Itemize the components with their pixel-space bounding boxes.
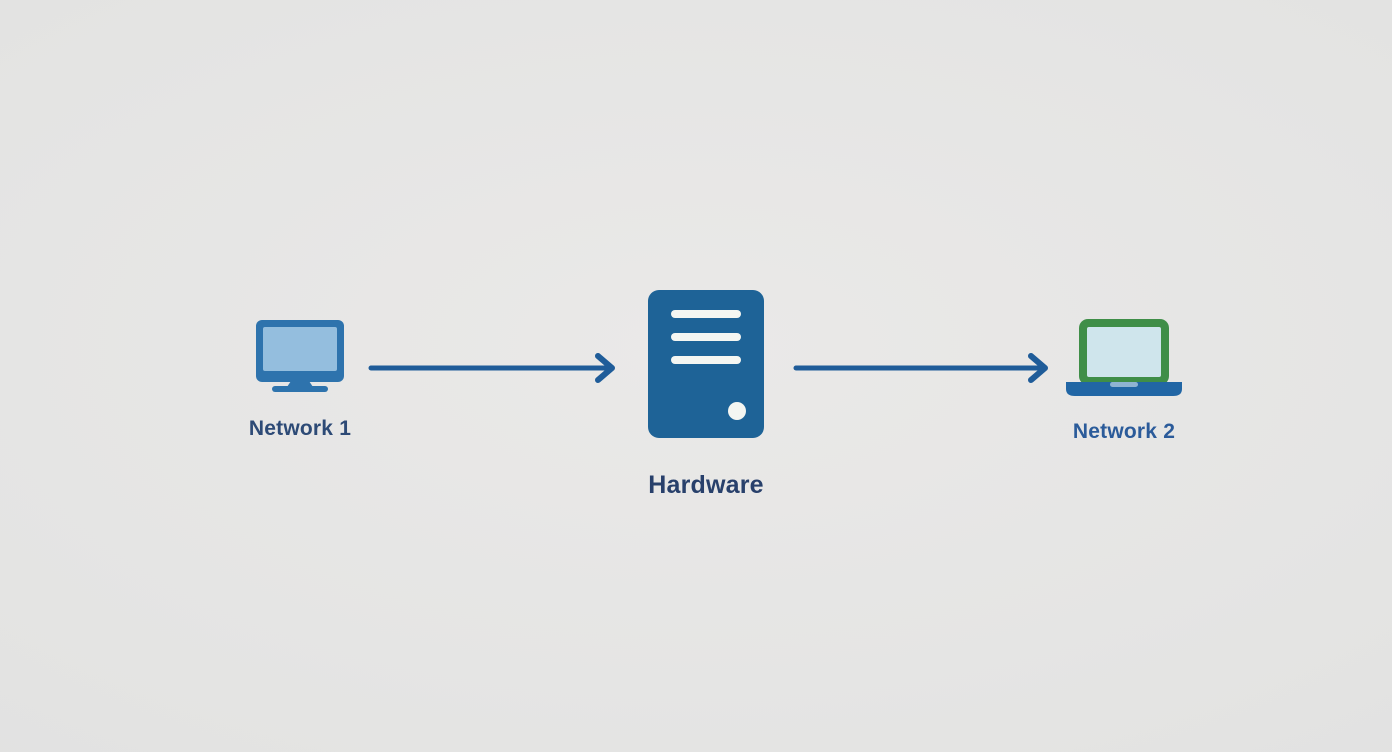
node-label-network-2: Network 2 bbox=[1072, 420, 1176, 443]
diagram-node-hardware: Hardware bbox=[626, 290, 786, 500]
desktop-monitor-icon bbox=[255, 320, 345, 397]
laptop-icon bbox=[1066, 319, 1182, 402]
diagram-node-network-2: Network 2 bbox=[1044, 319, 1204, 444]
arrow-hardware-to-network2-icon bbox=[791, 350, 1055, 386]
arrow-network1-to-hardware-icon bbox=[366, 350, 622, 386]
server-tower-icon bbox=[648, 290, 764, 443]
diagram-node-network-1: Network 1 bbox=[220, 320, 380, 441]
node-label-hardware: Hardware bbox=[648, 471, 764, 499]
node-label-network-1: Network 1 bbox=[248, 417, 352, 440]
